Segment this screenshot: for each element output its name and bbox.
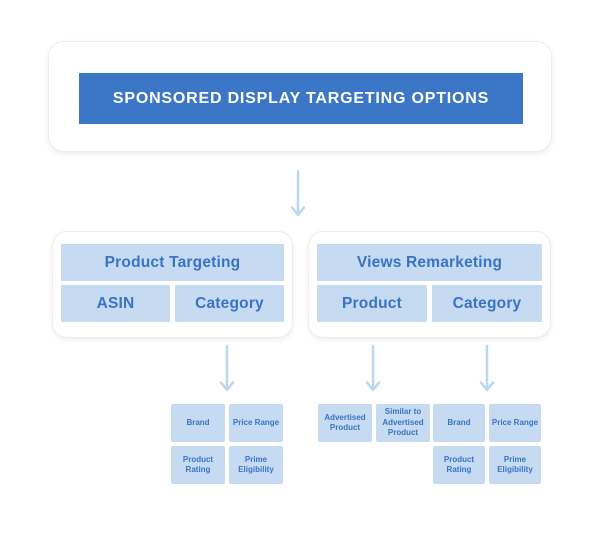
leaf-group-product-views: Advertised Product Similar to Advertised… [318,404,430,442]
leaf-cell-brand: Brand [433,404,485,442]
leaf-cell-similar-to-advertised-product: Similar to Advertised Product [376,404,430,442]
leaf-cell-brand: Brand [171,404,225,442]
leaf-cell-prime-eligibility: Prime Eligibility [489,446,541,484]
leaf-group-category-refinements-right: Brand Price Range Product Rating Prime E… [433,404,541,484]
leaf-cell-product-rating: Product Rating [433,446,485,484]
title-banner: SPONSORED DISPLAY TARGETING OPTIONS [79,73,523,124]
option-cell-product: Product [317,285,427,322]
arrow-down-icon [290,169,306,217]
leaf-cell-price-range: Price Range [229,404,283,442]
arrow-down-icon [365,344,381,392]
leaf-cell-price-range: Price Range [489,404,541,442]
arrow-down-icon [479,344,495,392]
arrow-down-icon [219,344,235,392]
leaf-cell-advertised-product: Advertised Product [318,404,372,442]
option-cell-category-right: Category [432,285,542,322]
option-cell-category-left: Category [175,285,284,322]
branch-card-product-targeting: Product Targeting ASIN Category [52,231,293,338]
branch-header-product-targeting: Product Targeting [61,244,284,281]
option-cell-asin: ASIN [61,285,170,322]
leaf-cell-prime-eligibility: Prime Eligibility [229,446,283,484]
branch-header-views-remarketing: Views Remarketing [317,244,542,281]
title-card: SPONSORED DISPLAY TARGETING OPTIONS [48,41,552,152]
branch-options-row: ASIN Category [61,285,284,322]
branch-card-views-remarketing: Views Remarketing Product Category [308,231,551,338]
leaf-cell-product-rating: Product Rating [171,446,225,484]
leaf-group-category-refinements-left: Brand Price Range Product Rating Prime E… [171,404,283,484]
branch-options-row: Product Category [317,285,542,322]
